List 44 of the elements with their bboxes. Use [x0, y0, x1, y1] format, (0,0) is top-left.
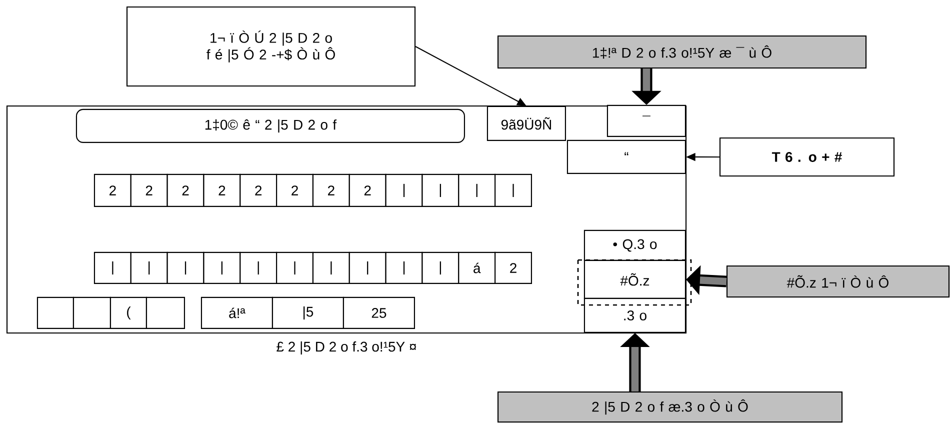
table-cell: (: [110, 296, 147, 329]
table-cell: |: [276, 252, 314, 284]
table-cell: [36, 296, 74, 329]
table-cell: 2: [276, 174, 314, 207]
table-cell: |: [203, 252, 241, 284]
table-cell: 2: [494, 252, 532, 284]
label-box: “: [566, 140, 686, 174]
table-cell: 2: [166, 174, 204, 207]
table-cell: |: [385, 252, 423, 284]
stack-box: #Õ.z: [584, 260, 686, 299]
stack-box: • Q.3 o: [584, 230, 686, 261]
banner-box: 2 |5 D 2 o f æ.3 o Ò ù Ô: [497, 391, 843, 423]
table-cell: |: [458, 174, 496, 207]
table-cell: |: [422, 252, 460, 284]
callout-box: 1¬ ï Ò Ú 2 |5 D 2 o f é |5 Ó 2 -+$ Ò ù Ô: [126, 6, 416, 87]
table-cell: |: [348, 252, 386, 284]
table-cell: 2: [312, 174, 350, 207]
table-cell: |: [422, 174, 460, 207]
table-cell: 2: [203, 174, 241, 207]
table-cell: 2: [348, 174, 386, 207]
label-box: ¯: [606, 104, 686, 137]
table-cell: |: [240, 252, 278, 284]
table-cell: 2: [94, 174, 132, 207]
table-cell: 2: [240, 174, 278, 207]
table-cell: |: [94, 252, 132, 284]
table-cell: 2: [130, 174, 168, 207]
table-cell: á!ª: [200, 296, 273, 329]
stack-box: .3 o: [584, 298, 686, 333]
table-cell: 25: [342, 296, 415, 329]
table-cell: |: [166, 252, 204, 284]
table-cell: |: [385, 174, 423, 207]
table-cell: |: [130, 252, 168, 284]
banner-box: 1‡!ª D 2 o f.3 o!¹5Y æ ¯ ù Ô: [497, 35, 867, 69]
table-cell: [146, 296, 185, 329]
table-cell: [72, 296, 111, 329]
table-cell: |: [494, 174, 532, 207]
label-box: T 6 . o + #: [719, 137, 895, 177]
banner-box: #Õ.z 1¬ ï Ò ù Ô: [726, 265, 950, 298]
label-box: 9ã9Ü9Ñ: [486, 106, 566, 141]
table-cell: |: [312, 252, 350, 284]
table-cell: á: [458, 252, 496, 284]
caption-text: £ 2 |5 D 2 o f.3 o!¹5Y ¤: [276, 341, 416, 354]
table-cell: |5: [272, 296, 344, 329]
rounded-box: 1‡0© ê “ 2 |5 D 2 o f: [76, 108, 465, 143]
